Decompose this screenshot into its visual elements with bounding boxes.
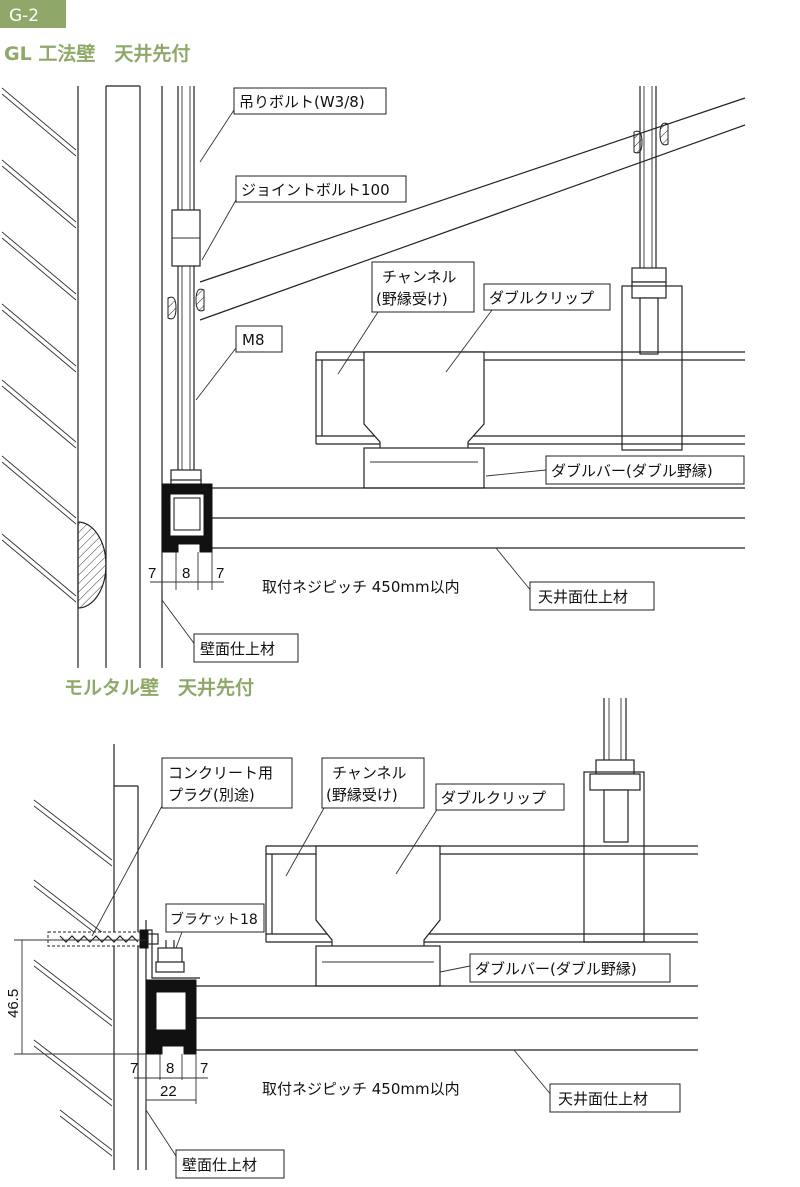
bracket-18 [146, 929, 200, 979]
dim2-left: 7 [130, 1060, 138, 1077]
label-plug-b: プラグ(別途) [168, 786, 255, 804]
label-bracket: ブラケット18 [170, 911, 258, 928]
section1-drawing: 7 8 7 [1, 85, 746, 668]
section2-drawing: 7 8 7 22 46.5 [5, 698, 698, 1170]
dims-2: 7 8 7 22 [130, 1054, 208, 1104]
badge-background [0, 0, 66, 28]
label-m8: M8 [242, 331, 265, 349]
hanging-bolt-left [167, 86, 205, 487]
dim2-right: 7 [200, 1060, 208, 1077]
edge-trim-1 [161, 483, 213, 553]
concrete-plug [47, 929, 159, 949]
label-hanging-bolt: 吊りボルト(W3/8) [239, 93, 365, 111]
dim1-mid: 8 [182, 565, 190, 582]
label-double-bar-2: ダブルバー(ダブル野縁) [475, 960, 637, 978]
label-ceiling-finish-1: 天井面仕上材 [538, 588, 628, 606]
label-wall-finish-1: 壁面仕上材 [200, 640, 275, 658]
hanging-bolt-right [621, 86, 683, 451]
dim1-right: 7 [216, 565, 224, 582]
wall-hatching-2 [33, 799, 113, 1157]
double-clip-center-2 [315, 845, 441, 951]
section2-title: モルタル壁 天井先付 [64, 676, 254, 699]
label-joint-bolt: ジョイントボルト100 [241, 181, 390, 199]
label-screw-pitch-1: 取付ネジピッチ 450mm以内 [262, 578, 460, 596]
section2-labels: コンクリート用 プラグ(別途) チャンネル (野縁受け) ダブルクリップ ブラケ… [161, 757, 681, 1179]
dims-1: 7 8 7 [148, 552, 224, 590]
label-channel-2a: チャンネル [332, 764, 407, 782]
label-wall-finish-2: 壁面仕上材 [182, 1156, 257, 1174]
dim1-left: 7 [148, 565, 156, 582]
double-bar-1 [363, 447, 485, 489]
badge: G-2 [0, 0, 66, 28]
dim-46-5: 46.5 [5, 989, 22, 1018]
label-double-bar-1: ダブルバー(ダブル野縁) [551, 462, 713, 480]
dim2-width: 22 [160, 1083, 177, 1100]
hanging-bolt-2 [583, 698, 645, 943]
label-double-clip-1: ダブルクリップ [489, 289, 594, 307]
dim2-mid: 8 [166, 1060, 174, 1077]
dim-height: 46.5 [5, 939, 146, 1055]
label-channel-2b: (野縁受け) [326, 786, 398, 804]
section1-title: GL 工法壁 天井先付 [4, 42, 190, 65]
double-bar-2 [315, 945, 441, 987]
label-double-clip-2: ダブルクリップ [441, 789, 546, 807]
double-clip-right [621, 285, 683, 451]
label-screw-pitch-2: 取付ネジピッチ 450mm以内 [262, 1080, 460, 1098]
double-clip-center-1 [363, 351, 485, 453]
wall-hatching-1 [1, 87, 77, 603]
gl-bond-dab [77, 521, 107, 609]
label-ceiling-finish-2: 天井面仕上材 [558, 1090, 648, 1108]
label-plug-a: コンクリート用 [168, 764, 273, 782]
label-channel-1b: (野縁受け) [376, 290, 448, 308]
section1-labels: 吊りボルト(W3/8) ジョイントボルト100 M8 チャンネル (野縁受け) … [193, 87, 745, 663]
label-channel-1a: チャンネル [382, 268, 457, 286]
badge-text: G-2 [9, 6, 39, 26]
